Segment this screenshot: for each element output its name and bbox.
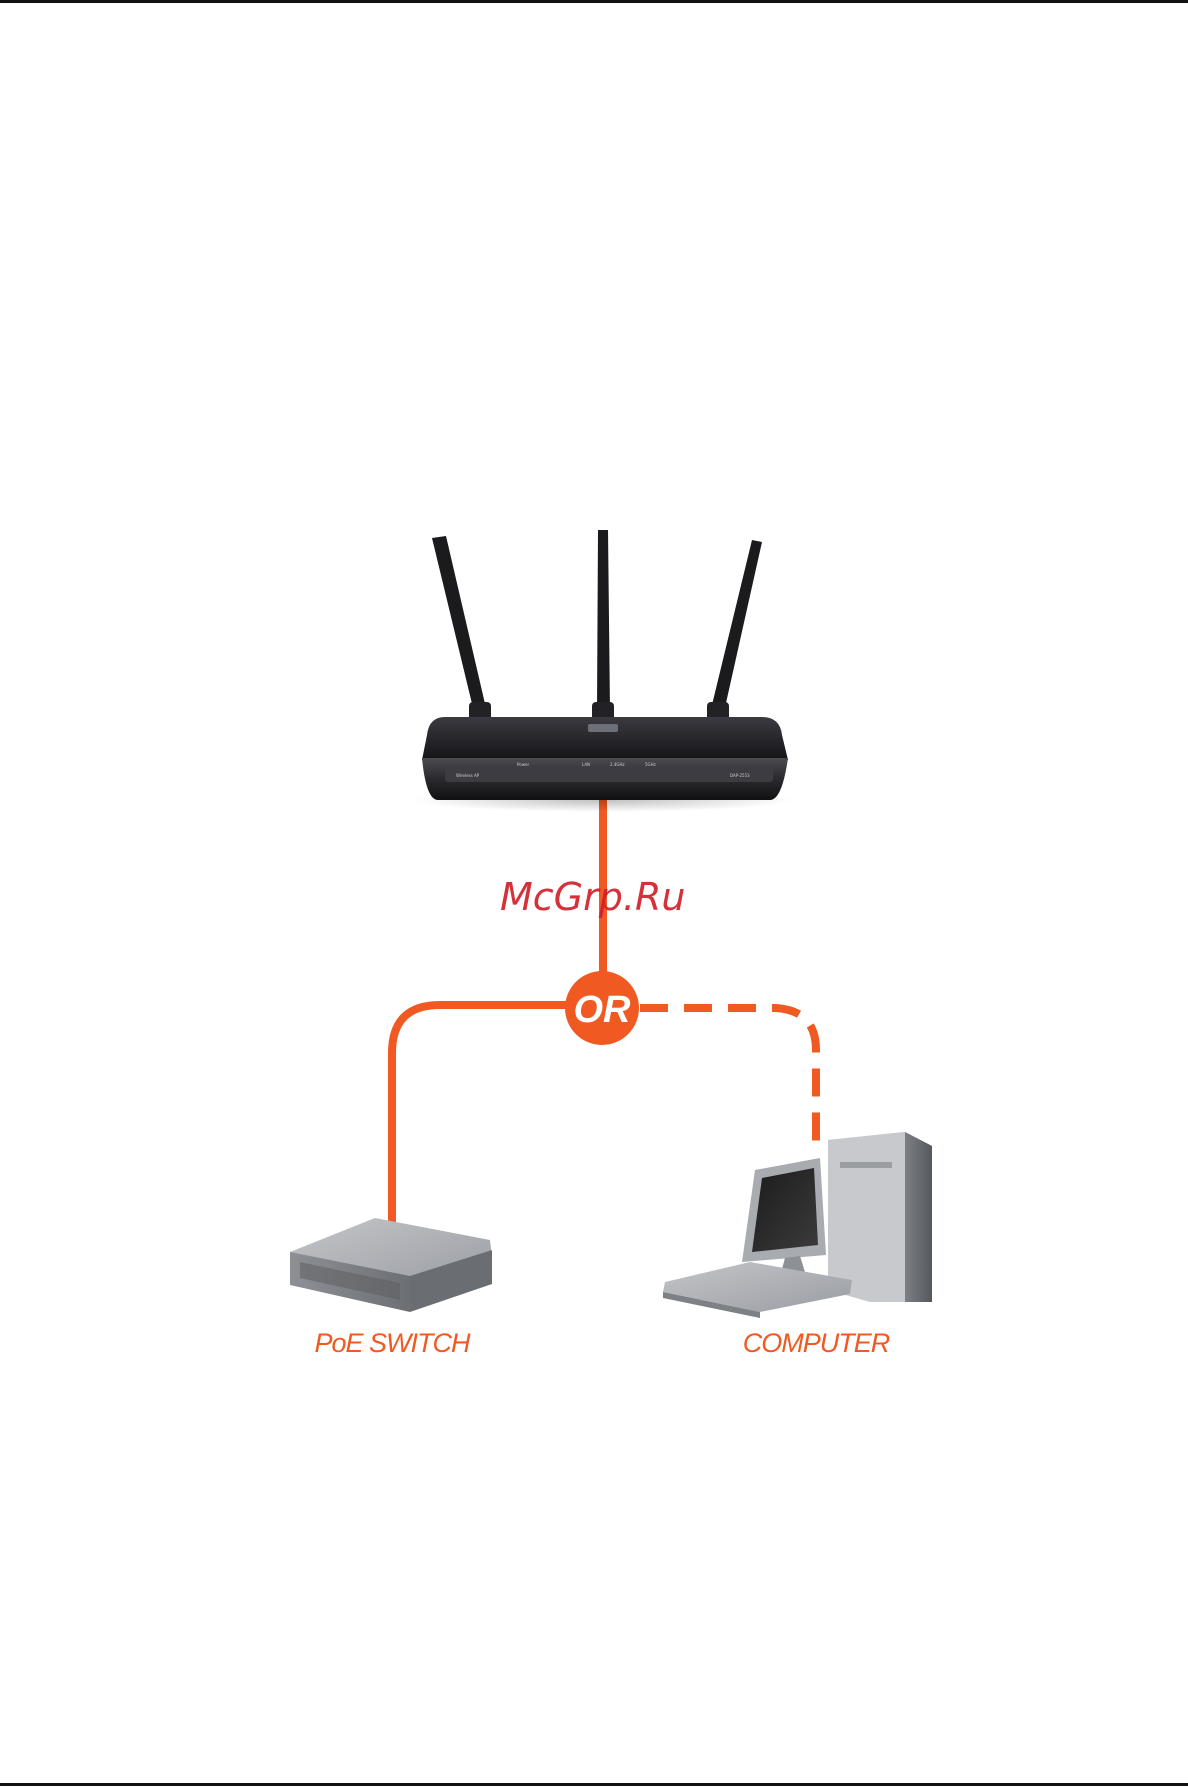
router-indicator-5ghz: 5GHz	[645, 762, 656, 767]
router-panel-model-text: DAP-2553	[730, 773, 750, 778]
router-indicator-24ghz: 2.4GHz	[610, 762, 625, 767]
router-indicator-power: Power	[517, 762, 529, 767]
computer-label: COMPUTER	[743, 1328, 890, 1358]
right-antenna	[711, 540, 762, 712]
or-label: OR	[574, 989, 632, 1031]
router-panel-left-text: Wireless AP	[456, 773, 480, 778]
poe-switch-icon	[290, 1218, 492, 1312]
bottom-rule	[0, 1783, 1188, 1786]
left-antenna	[432, 536, 486, 712]
center-antenna	[597, 530, 610, 710]
watermark: McGrp.Ru	[500, 875, 685, 919]
or-connector-badge: OR	[565, 971, 639, 1045]
computer-connection-dashed-line	[640, 1008, 816, 1148]
poe-switch-label: PoE SWITCH	[314, 1328, 471, 1358]
switch-connection-line	[392, 1005, 603, 1222]
computer-icon	[663, 1132, 932, 1318]
router-indicator-lan: LAN	[582, 762, 590, 767]
router-icon: Wireless AP DAP-2553 Power LAN 2.4GHz 5G…	[413, 530, 793, 812]
